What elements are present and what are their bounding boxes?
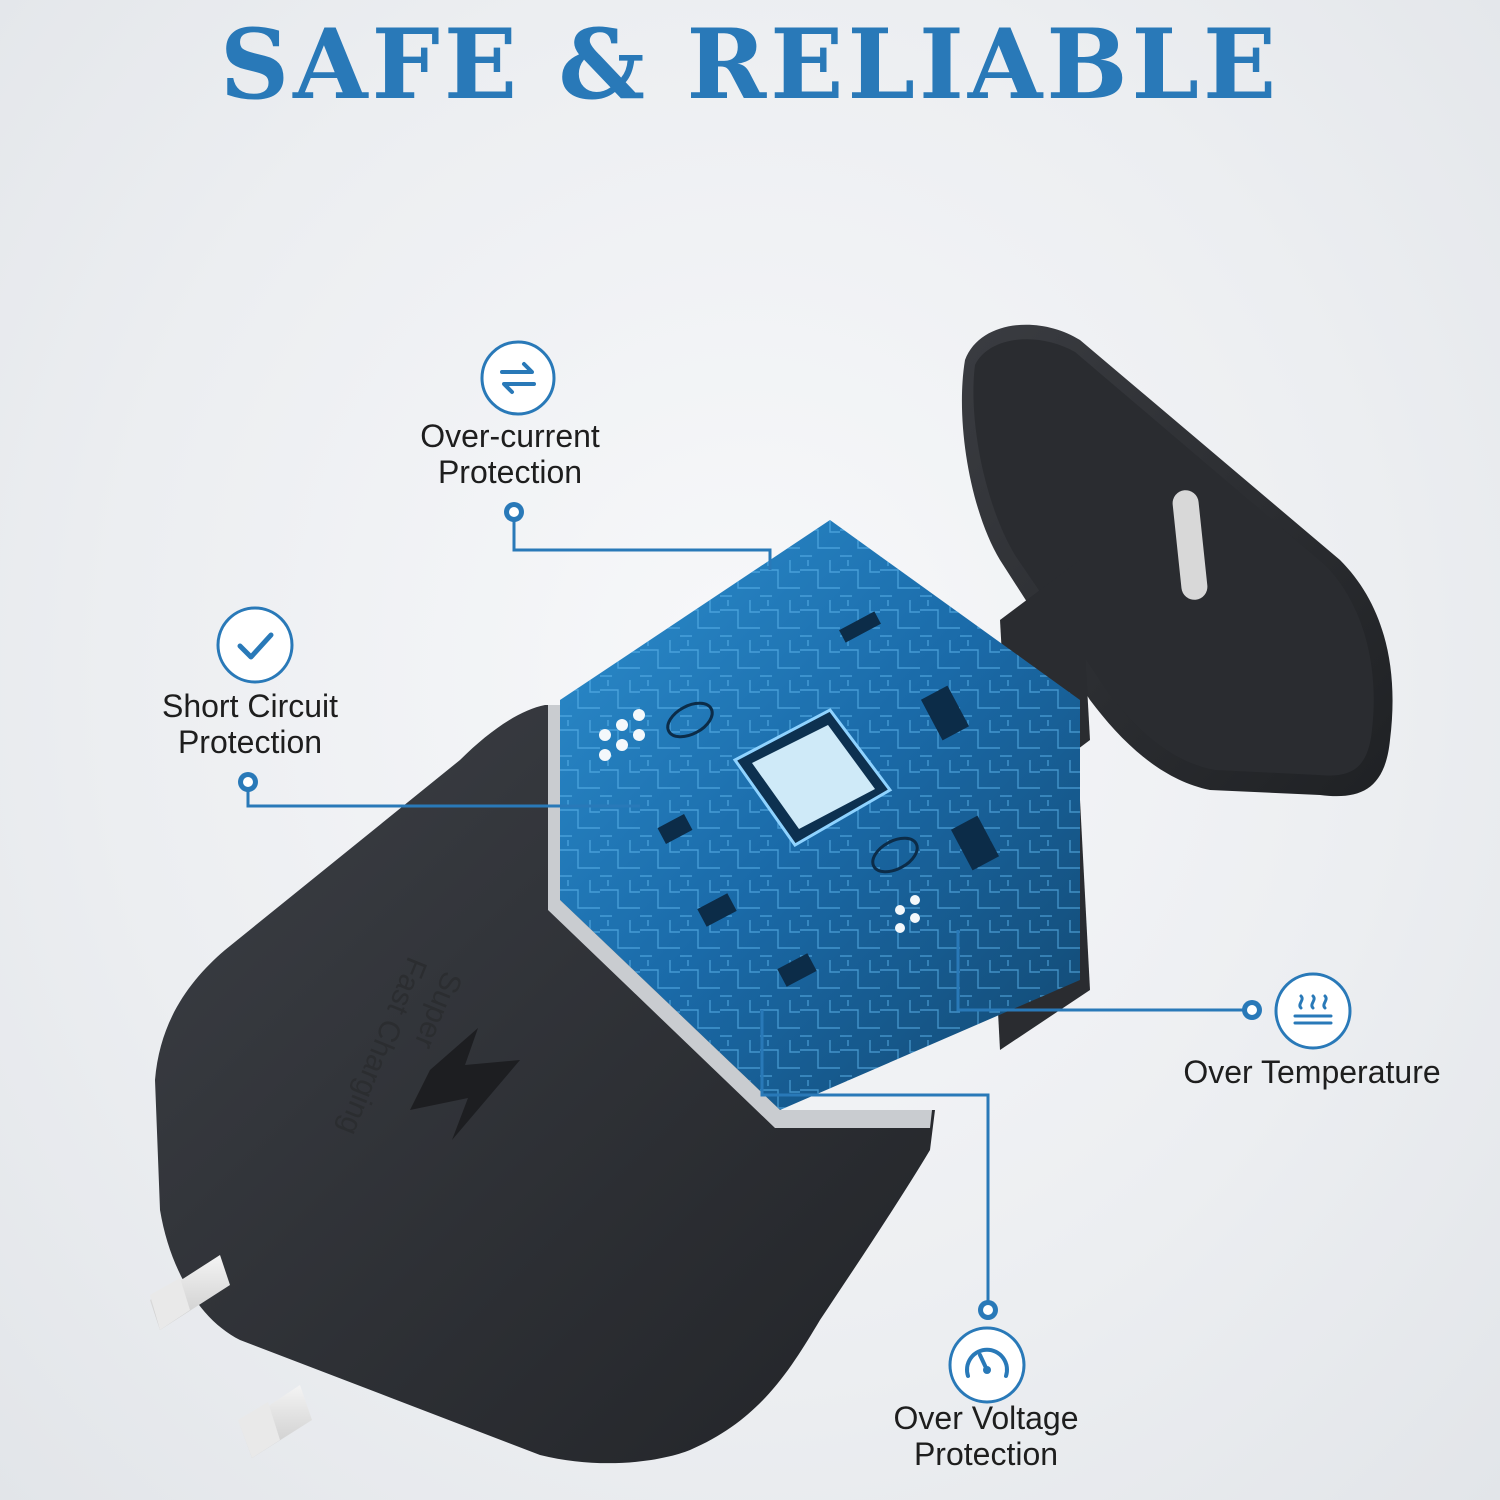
feature-over-temperature-line1: Over Temperature bbox=[1183, 1054, 1441, 1090]
charger-body bbox=[155, 705, 935, 1464]
circuit-board bbox=[560, 520, 1080, 1110]
feature-over-voltage-line1: Over Voltage bbox=[893, 1400, 1079, 1436]
main-chip bbox=[732, 708, 893, 847]
feature-short-circuit-line2: Protection bbox=[177, 724, 323, 760]
checkmark-icon bbox=[216, 606, 294, 684]
feature-over-current: Over-current Protection bbox=[380, 418, 640, 490]
feature-short-circuit-line1: Short Circuit bbox=[161, 688, 339, 724]
front-prongs bbox=[150, 1255, 312, 1458]
page-title: SAFE & RELIABLE bbox=[219, 8, 1281, 121]
feature-over-current-line1: Over-current bbox=[420, 418, 600, 454]
feature-over-voltage: Over Voltage Protection bbox=[848, 1400, 1124, 1472]
arrows-exchange-icon bbox=[480, 340, 556, 416]
feature-over-temperature: Over Temperature bbox=[1150, 1054, 1474, 1090]
feature-over-current-line2: Protection bbox=[437, 454, 583, 490]
callout-dots bbox=[238, 502, 1262, 1320]
lightning-bolt-icon bbox=[410, 1028, 520, 1140]
gauge-icon bbox=[948, 1326, 1026, 1404]
usb-c-port bbox=[1172, 490, 1208, 600]
feature-short-circuit: Short Circuit Protection bbox=[120, 688, 380, 760]
heat-waves-icon bbox=[1274, 972, 1352, 1050]
feature-over-voltage-line2: Protection bbox=[913, 1436, 1059, 1472]
charger-cap bbox=[961, 324, 1393, 797]
